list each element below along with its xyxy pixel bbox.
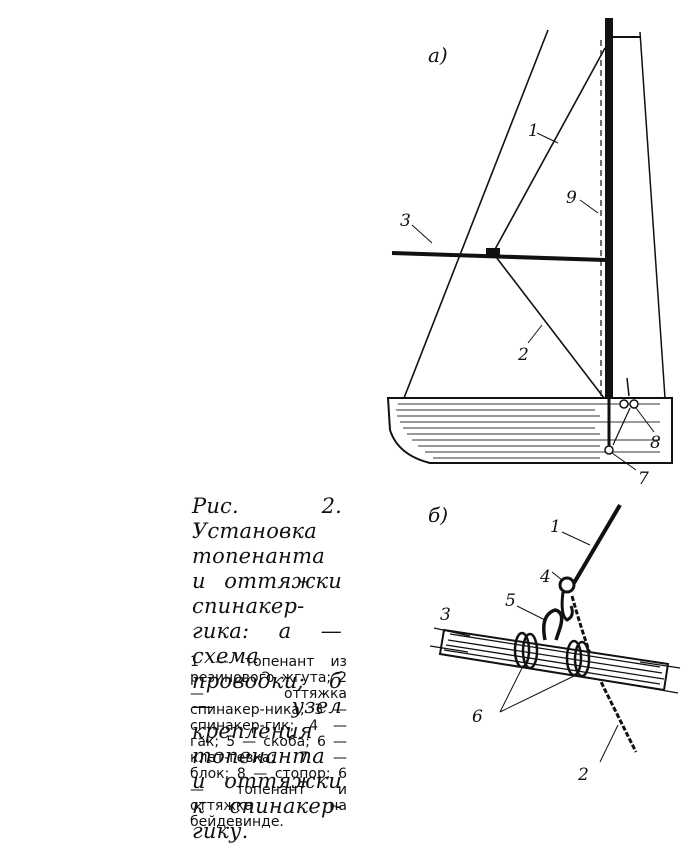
label-1-b: 1 xyxy=(550,517,561,537)
leader-8 xyxy=(635,407,655,433)
panel-a-diagram xyxy=(386,18,673,471)
label-4-b: 4 xyxy=(539,567,551,587)
spinnaker-pole-figure: а) 1 9 3 2 8 7 б) xyxy=(386,18,681,785)
pole-body xyxy=(438,628,670,692)
lashing-6-left xyxy=(513,631,539,670)
downhaul xyxy=(492,252,605,399)
hull-hatching xyxy=(396,403,660,459)
label-2-b: 2 xyxy=(577,765,589,785)
leader-b-6b xyxy=(499,675,575,713)
leader-b-1 xyxy=(561,531,591,546)
leader-b-4 xyxy=(551,571,563,581)
pole-grain xyxy=(429,627,681,694)
panel-b-label: б) xyxy=(428,503,448,527)
block-7 xyxy=(604,445,614,455)
leader-b-2 xyxy=(599,724,619,763)
topping-lift xyxy=(492,47,606,254)
label-1-a: 1 xyxy=(528,121,539,141)
label-3-b: 3 xyxy=(440,605,451,625)
rope-2 xyxy=(570,595,638,753)
leader-2 xyxy=(527,324,543,344)
lashing-6-right xyxy=(565,639,591,678)
hook-4-tip xyxy=(560,591,574,622)
label-8-a: 8 xyxy=(650,433,661,453)
stopper-8-b xyxy=(629,399,639,409)
leader-9 xyxy=(579,199,599,214)
sail-luff xyxy=(403,29,549,399)
backstay xyxy=(639,31,666,399)
mast xyxy=(605,18,613,398)
label-3-a: 3 xyxy=(400,211,411,231)
legend-text: 1 — топенант из резинового жгута; 2 — от… xyxy=(190,654,347,830)
deck-post xyxy=(626,377,630,397)
label-7-a: 7 xyxy=(638,469,649,489)
label-6-b: 6 xyxy=(472,707,483,727)
spinnaker-pole xyxy=(391,251,606,262)
label-2-a: 2 xyxy=(517,345,529,365)
leader-b-6a xyxy=(499,667,523,713)
label-9-a: 9 xyxy=(566,188,577,208)
rope-1 xyxy=(572,503,622,585)
leader-1 xyxy=(536,132,559,144)
panel-a-label: а) xyxy=(428,43,448,67)
stopper-8-a xyxy=(619,399,629,409)
label-5-b: 5 xyxy=(505,591,516,611)
leader-b-5 xyxy=(516,605,546,621)
line-to-block xyxy=(612,407,631,446)
hull xyxy=(386,397,673,464)
shackle-5 xyxy=(542,608,564,641)
panel-b-diagram xyxy=(429,503,681,763)
figure-legend: 1 — топенант из резинового жгута; 2 — от… xyxy=(190,654,347,830)
leader-7 xyxy=(611,452,637,471)
hook-4 xyxy=(558,576,576,594)
leader-3 xyxy=(411,224,433,244)
